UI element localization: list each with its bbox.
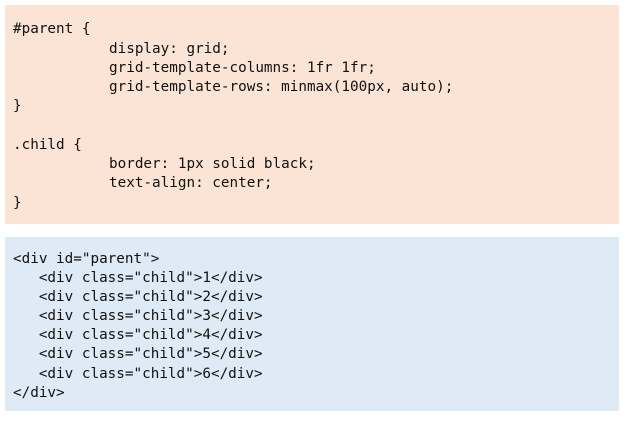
code-line: }	[13, 98, 22, 114]
code-line: <div id="parent">	[13, 251, 160, 267]
code-line: display: grid;	[109, 41, 230, 57]
code-line: </div>	[13, 385, 65, 401]
code-line: grid-template-columns: 1fr 1fr;	[109, 60, 376, 76]
code-line: <div class="child">5</div>	[13, 346, 263, 362]
code-line: <div class="child">6</div>	[13, 366, 263, 382]
code-line: <div class="child">1</div>	[13, 270, 263, 286]
code-line: grid-template-rows: minmax(100px, auto);	[109, 79, 454, 95]
code-line: text-align: center;	[109, 175, 273, 191]
code-line: <div class="child">4</div>	[13, 327, 263, 343]
code-line: <div class="child">3</div>	[13, 308, 263, 324]
code-line: #parent {	[13, 21, 91, 37]
html-code-block: <div id="parent"> <div class="child">1</…	[5, 237, 619, 411]
code-line: border: 1px solid black;	[109, 156, 316, 172]
css-code-block: #parent { display: grid; grid-template-c…	[5, 5, 619, 224]
code-line: }	[13, 195, 22, 211]
code-line: .child {	[13, 137, 82, 153]
code-line: <div class="child">2</div>	[13, 289, 263, 305]
